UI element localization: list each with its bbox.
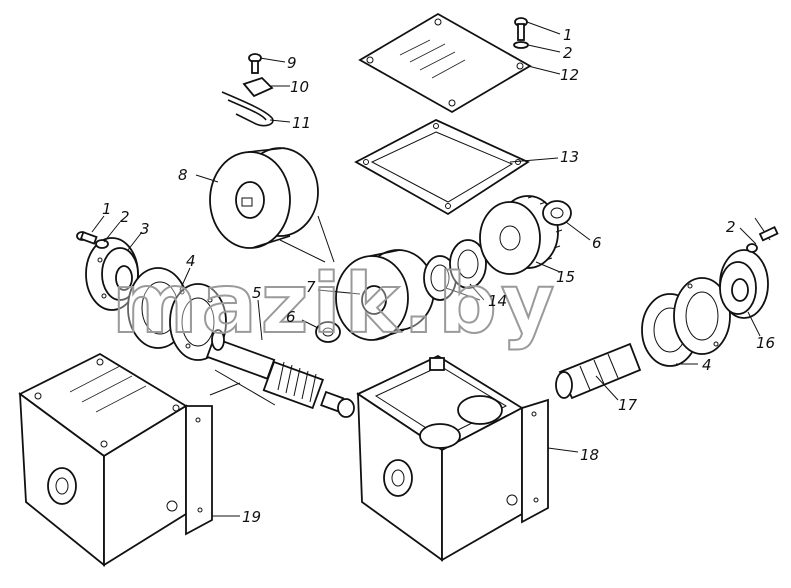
washer-left-hole [322,327,334,337]
callout-17: 17 [618,396,638,414]
leader-lines [91,21,761,517]
callout-2-right: 2 [726,218,736,236]
callout-2-left: 2 [120,208,130,226]
callout-1-top: 1 [563,26,573,44]
callout-19: 19 [242,508,261,526]
callout-11: 11 [292,114,311,132]
right-gaskets [641,277,731,367]
cover-plate [358,12,532,114]
callout-14: 14 [488,292,507,310]
callout-5: 5 [252,284,262,302]
washer-right [542,200,572,226]
callout-18: 18 [580,446,599,464]
left-housing [18,352,213,567]
splined-shaft [555,342,642,400]
callout-4-left: 4 [186,252,196,270]
callout-6-right: 6 [592,234,602,252]
callout-10: 10 [290,78,309,96]
callout-12: 12 [560,66,579,84]
callout-7: 7 [306,278,316,296]
gasket [354,118,530,216]
right-flange [719,226,779,319]
worm-shaft [206,329,355,418]
callout-2-top: 2 [563,44,573,62]
callout-labels: 1 2 12 9 10 11 13 8 1 2 3 4 5 6 7 14 15 … [102,26,775,526]
callout-9: 9 [287,54,297,72]
callout-16: 16 [756,334,775,352]
right-housing [356,354,549,562]
screw-clamp-wire [221,53,274,127]
callout-3: 3 [140,220,150,238]
pulley [209,147,319,249]
callout-6-left: 6 [286,308,296,326]
bolt-top [513,17,529,49]
worm-wheel-hub [335,249,435,341]
callout-13: 13 [560,148,579,166]
left-flange [76,231,139,311]
washer-left [315,321,341,343]
callout-4-right: 4 [702,356,712,374]
callout-15: 15 [556,268,575,286]
callout-8: 8 [178,166,188,184]
callout-1-left: 1 [102,200,112,218]
watermark: mazik.by [112,257,558,352]
washer-right-hole [550,207,564,219]
